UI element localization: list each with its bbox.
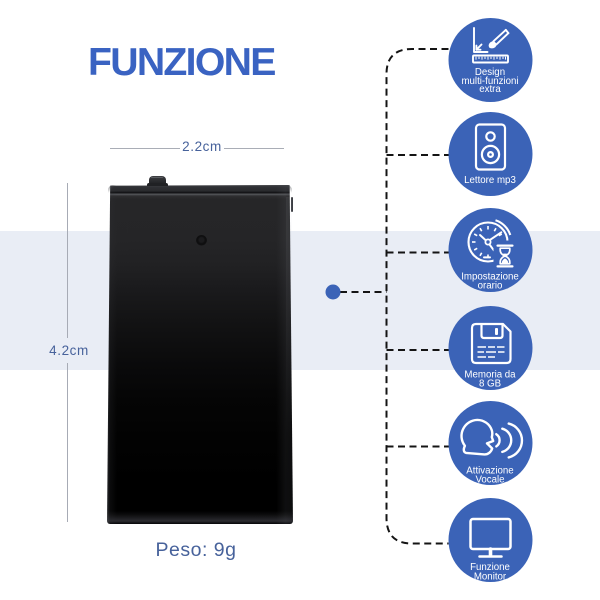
svg-text:Lettore mp3: Lettore mp3 — [464, 175, 516, 186]
svg-text:Impostazione: Impostazione — [461, 272, 519, 283]
svg-text:8 GB: 8 GB — [479, 379, 501, 390]
svg-text:Vocale: Vocale — [475, 475, 504, 486]
svg-text:Memoria da: Memoria da — [464, 370, 516, 381]
svg-text:Design: Design — [475, 67, 505, 78]
svg-text:Funzione: Funzione — [470, 562, 510, 573]
svg-text:orario: orario — [478, 281, 503, 292]
svg-text:extra: extra — [479, 84, 501, 95]
svg-text:Attivazione: Attivazione — [466, 466, 513, 477]
svg-text:multi-funzioni: multi-funzioni — [461, 76, 518, 87]
svg-text:Monitor: Monitor — [474, 572, 507, 583]
